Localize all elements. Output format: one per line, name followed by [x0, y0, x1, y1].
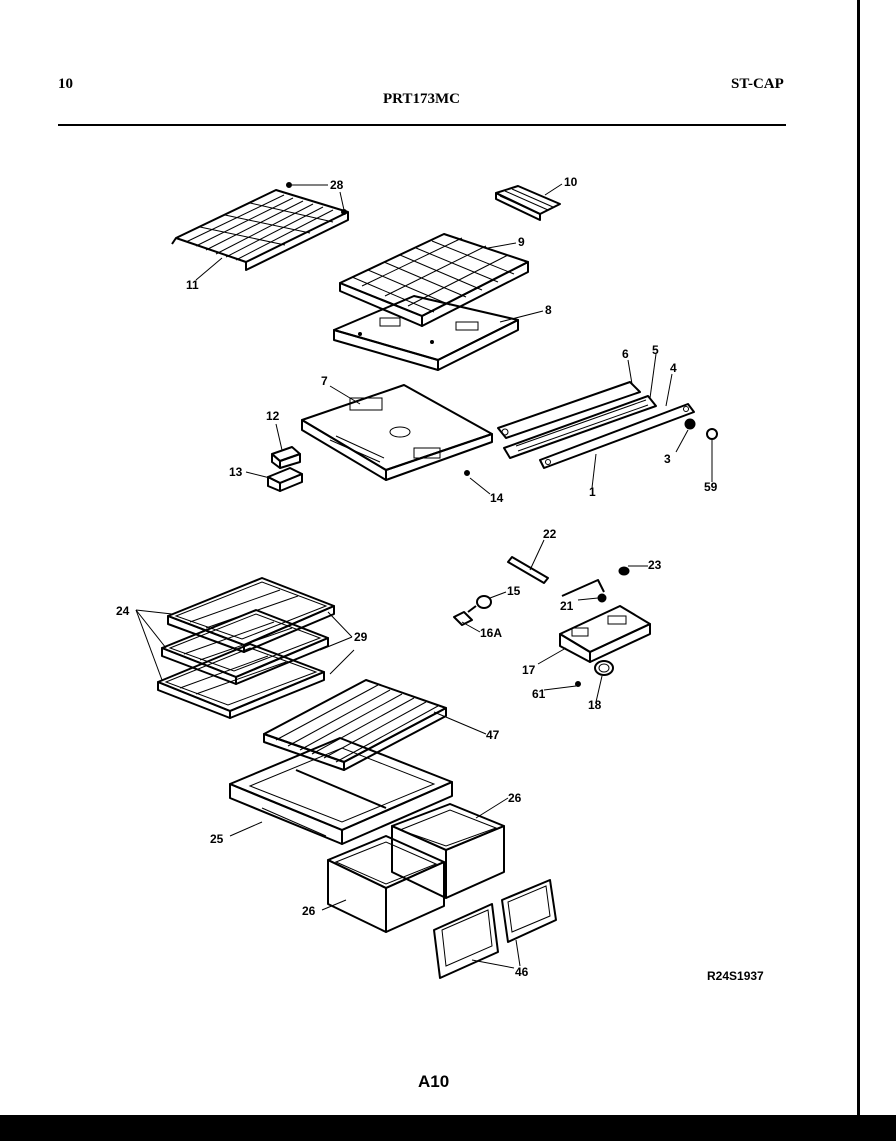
- callout-5: 5: [652, 343, 659, 357]
- callout-1: 1: [589, 485, 596, 499]
- shelf-part-24c: [157, 643, 325, 719]
- crisper-frame-part-25: [229, 737, 453, 845]
- callout-4: 4: [670, 361, 677, 375]
- callout-16a: 16A: [480, 626, 503, 640]
- callout-18: 18: [588, 698, 602, 712]
- screw-part-61: [575, 681, 581, 687]
- callout-24: 24: [116, 604, 130, 618]
- wire-shelf-part-11: [171, 189, 349, 271]
- knob-part-18: [594, 660, 614, 676]
- callout-26-upper: 26: [508, 791, 522, 805]
- callout-23: 23: [648, 558, 662, 572]
- screw-part-28b: [341, 209, 347, 215]
- callout-21: 21: [560, 599, 574, 613]
- drawer-front-part-46a: [433, 903, 499, 979]
- rail-part-6: [497, 381, 641, 439]
- housing-part-17: [559, 605, 651, 663]
- callout-26-lower: 26: [302, 904, 316, 918]
- rail-part-4-1: [539, 403, 695, 469]
- callout-59: 59: [704, 480, 718, 494]
- crisper-drawer-part-26b: [327, 835, 445, 933]
- callout-15: 15: [507, 584, 521, 598]
- knob-part-23: [618, 566, 630, 576]
- shelf-part-24a: [167, 577, 335, 653]
- lamp-part-16a: [453, 611, 473, 626]
- callout-12: 12: [266, 409, 280, 423]
- callout-22: 22: [543, 527, 557, 541]
- drawing-id: R24S1937: [707, 969, 764, 983]
- callout-25: 25: [210, 832, 224, 846]
- drawer-front-part-46b: [501, 879, 557, 943]
- callout-17: 17: [522, 663, 536, 677]
- freezer-floor-part-9: [339, 233, 529, 327]
- rod-part-22: [507, 556, 549, 584]
- callout-46: 46: [515, 965, 529, 979]
- callout-14: 14: [490, 491, 504, 505]
- callout-9: 9: [518, 235, 525, 249]
- lamp-socket-part-15: [467, 595, 492, 613]
- clip-part-13: [267, 467, 303, 492]
- callout-8: 8: [545, 303, 552, 317]
- callout-29: 29: [354, 630, 368, 644]
- callout-61: 61: [532, 687, 546, 701]
- vent-grille-part-10: [495, 185, 561, 221]
- callout-13: 13: [229, 465, 243, 479]
- crisper-drawer-part-26a: [391, 803, 505, 899]
- model-number: PRT173MC: [383, 91, 460, 107]
- hinge-part-3: [684, 418, 696, 430]
- section-code: ST-CAP: [731, 76, 784, 92]
- screw-part-14: [464, 470, 470, 476]
- leader-lines: [135, 183, 713, 969]
- page-frame-bottom: [0, 1115, 896, 1141]
- divider-part-7: [301, 384, 493, 481]
- callout-10: 10: [564, 175, 578, 189]
- callout-47: 47: [486, 728, 500, 742]
- page-frame-right: [857, 0, 860, 1118]
- callout-11: 11: [186, 278, 199, 292]
- clip-part-12: [271, 446, 301, 469]
- page-code: 10: [58, 76, 73, 92]
- header-rule: [58, 124, 786, 126]
- page-label: A10: [418, 1072, 450, 1091]
- callout-7: 7: [321, 374, 328, 388]
- bushing-part-59: [706, 428, 718, 440]
- callout-6: 6: [622, 347, 629, 361]
- callout-3: 3: [664, 452, 671, 466]
- spring-part-21: [561, 579, 607, 603]
- rail-part-5: [503, 395, 657, 459]
- floor-pan-part-8: [333, 295, 519, 371]
- screw-part-28: [286, 182, 292, 188]
- callout-28: 28: [330, 178, 344, 192]
